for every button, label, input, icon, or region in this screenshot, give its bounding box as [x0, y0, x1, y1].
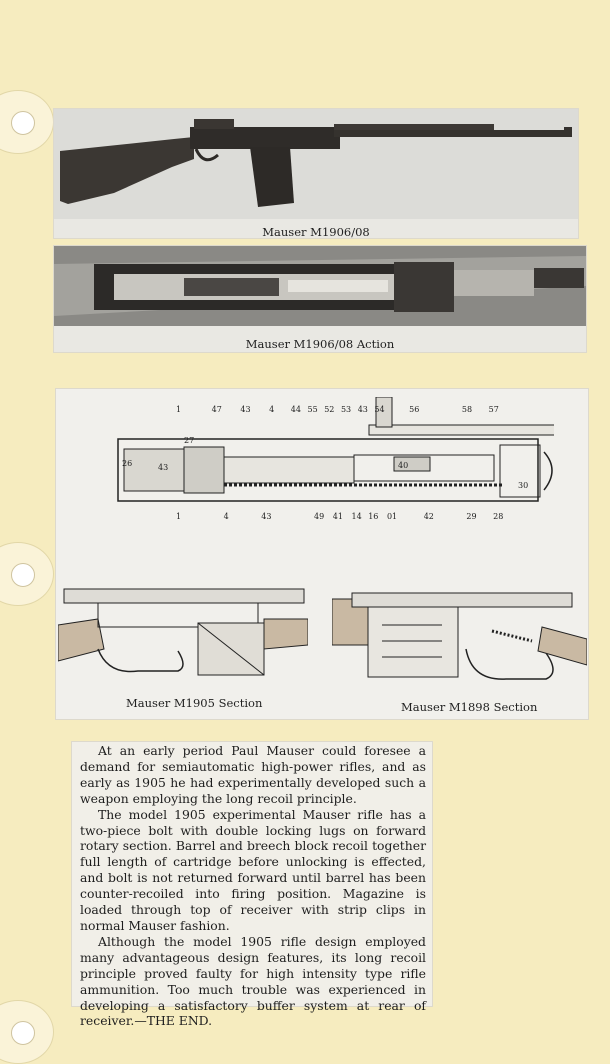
- part-number: 54: [374, 405, 385, 414]
- binder-hole-middle: [0, 542, 54, 606]
- m1905-section-caption: Mauser M1905 Section: [126, 696, 263, 710]
- part-number: 1: [176, 512, 182, 521]
- drawings-card: 1 47 43 4 44 55 52 53 43 54 56 58 57 26 …: [56, 389, 588, 719]
- part-number: 43: [240, 405, 251, 414]
- part-number: 53: [340, 405, 352, 414]
- part-number: 16: [368, 512, 379, 521]
- action-photo: [54, 246, 586, 326]
- m1905-section-drawing: [58, 588, 308, 676]
- paragraph-3-text: Although the model 1905 rifle design emp…: [80, 933, 426, 1029]
- part-number: 28: [493, 512, 504, 521]
- part-number: 41: [332, 512, 343, 521]
- part-number: 44: [290, 405, 301, 414]
- part-number: 4: [223, 512, 229, 521]
- binder-hole-bottom: [0, 1000, 54, 1064]
- rifle-photo: [54, 109, 578, 219]
- action-photo-card: Mauser M1906/08 Action: [54, 246, 586, 352]
- part-number: 56: [409, 405, 420, 414]
- paragraph-2: The model 1905 experimental Mauser rifle…: [80, 806, 426, 933]
- part-number: 47: [211, 405, 222, 414]
- side-number: 26: [122, 459, 133, 468]
- m1898-section-caption: Mauser M1898 Section: [401, 700, 538, 714]
- action-photo-caption: Mauser M1906/08 Action: [245, 337, 395, 351]
- paragraph-3: Although the model 1905 rifle design emp…: [72, 934, 432, 1029]
- side-number: 30: [518, 481, 529, 490]
- part-number: 43: [261, 512, 272, 521]
- part-number: 58: [461, 405, 473, 414]
- m1898-section-drawing: [332, 592, 587, 680]
- part-number: 43: [357, 405, 368, 414]
- part-number: 49: [314, 512, 325, 521]
- part-number: 55: [307, 405, 318, 414]
- side-number: 43: [158, 463, 169, 472]
- paragraph-1: At an early period Paul Mauser could for…: [80, 743, 426, 806]
- part-number: 29: [466, 512, 477, 521]
- part-number: 01: [386, 512, 398, 521]
- section-bottom-numbers: 1 4 43 49 41 14 16 01 42 29 28: [176, 512, 516, 521]
- binder-hole-top: [0, 90, 54, 154]
- part-number: 42: [423, 512, 434, 521]
- section-top-numbers: 1 47 43 4 44 55 52 53 43 54 56 58 57: [176, 405, 516, 414]
- bolt-section-drawing: [117, 397, 554, 502]
- part-number: 14: [351, 512, 362, 521]
- part-number: 52: [324, 405, 335, 414]
- end-mark: THE END.: [146, 1013, 213, 1029]
- part-number: 57: [488, 405, 499, 414]
- rifle-photo-caption: Mauser M1906/08: [262, 225, 370, 239]
- side-number: 27: [184, 436, 195, 445]
- side-number: 40: [398, 461, 409, 470]
- part-number: 1: [176, 405, 182, 414]
- history-text-card: At an early period Paul Mauser could for…: [72, 742, 432, 1028]
- rifle-photo-card: Mauser M1906/08: [54, 109, 578, 239]
- part-number: 4: [269, 405, 275, 414]
